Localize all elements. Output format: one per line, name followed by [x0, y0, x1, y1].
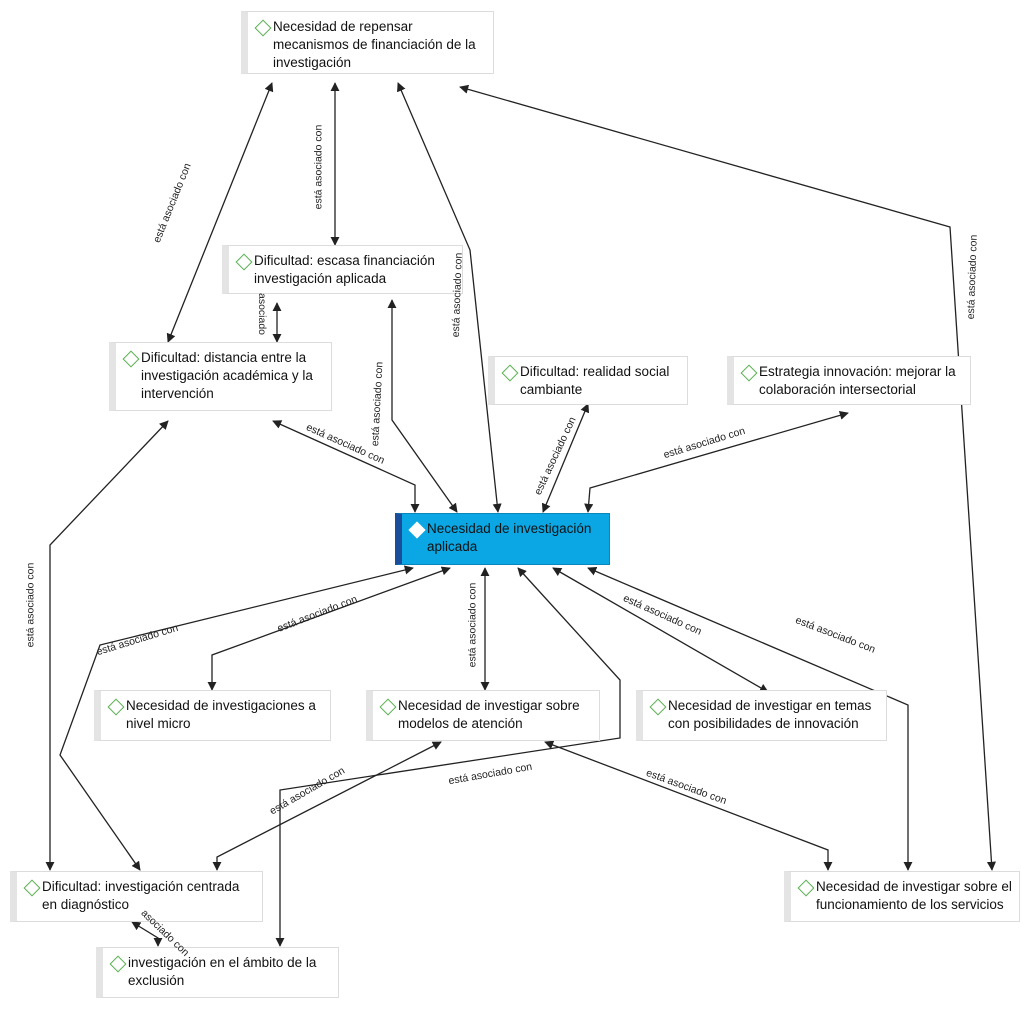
- node-realidad[interactable]: Dificultad: realidad social cambiante: [488, 356, 688, 405]
- diamond-icon: [740, 364, 758, 382]
- node-exclusion[interactable]: investigación en el ámbito de la exclusi…: [96, 947, 339, 998]
- link-repensar-distancia: [166, 82, 274, 343]
- node-label: Dificultad: realidad social cambiante: [520, 364, 670, 397]
- node-escasa[interactable]: Dificultad: escasa financiación investig…: [222, 245, 463, 294]
- node-label: Dificultad: investigación centrada en di…: [42, 879, 240, 912]
- diamond-icon: [107, 698, 125, 716]
- link-diagnostico-exclusion: [131, 921, 163, 947]
- diamond-icon: [235, 253, 253, 271]
- node-estrategia[interactable]: Estrategia innovación: mejorar la colabo…: [727, 356, 971, 405]
- diamond-icon: [797, 879, 815, 897]
- link-central-servicios: [587, 567, 913, 871]
- edge-label: asociado: [256, 292, 269, 336]
- node-label: Necesidad de investigar en temas con pos…: [668, 698, 872, 731]
- link-central-micro: [207, 566, 451, 691]
- diamond-icon: [408, 521, 426, 539]
- link-central-exclusion: [275, 567, 621, 947]
- node-servicios[interactable]: Necesidad de investigar sobre el funcion…: [784, 871, 1020, 922]
- edge-label: está asociado con: [466, 582, 479, 668]
- link-modelos-diagnostico: [212, 741, 442, 871]
- diamond-icon: [23, 879, 41, 897]
- link-estrategia-central: [584, 410, 849, 513]
- link-central-temas: [552, 567, 769, 693]
- node-label: Necesidad de repensar mecanismos de fina…: [273, 19, 476, 70]
- diamond-icon: [649, 698, 667, 716]
- edge-label: está asociado con: [312, 124, 325, 210]
- diamond-icon: [501, 364, 519, 382]
- node-repensar[interactable]: Necesidad de repensar mecanismos de fina…: [241, 11, 494, 74]
- link-distancia-diagnostico: [45, 420, 169, 871]
- diamond-icon: [379, 698, 397, 716]
- node-label: Estrategia innovación: mejorar la colabo…: [759, 364, 956, 397]
- link-repensar-servicios: [459, 84, 997, 871]
- node-distancia[interactable]: Dificultad: distancia entre la investiga…: [109, 342, 332, 411]
- node-label: Necesidad de investigaciones a nivel mic…: [126, 698, 316, 731]
- node-micro[interactable]: Necesidad de investigaciones a nivel mic…: [94, 690, 331, 741]
- node-label: Dificultad: escasa financiación investig…: [254, 253, 435, 286]
- diamond-icon: [254, 19, 272, 37]
- link-realidad-central: [541, 403, 590, 513]
- link-modelos-servicios: [544, 740, 833, 871]
- node-central[interactable]: Necesidad de investigación aplicada: [395, 513, 610, 565]
- link-distancia-central: [272, 420, 420, 513]
- node-label: Necesidad de investigación aplicada: [427, 521, 592, 554]
- diamond-icon: [122, 350, 140, 368]
- node-diagnostico[interactable]: Dificultad: investigación centrada en di…: [10, 871, 263, 922]
- node-label: Necesidad de investigar sobre modelos de…: [398, 698, 580, 731]
- diamond-icon: [109, 955, 127, 973]
- edge-label: está asociado con: [24, 562, 37, 648]
- node-modelos[interactable]: Necesidad de investigar sobre modelos de…: [366, 690, 600, 741]
- node-temas[interactable]: Necesidad de investigar en temas con pos…: [636, 690, 887, 741]
- node-label: Necesidad de investigar sobre el funcion…: [816, 879, 1012, 912]
- link-repensar-central: [397, 82, 502, 513]
- node-label: Dificultad: distancia entre la investiga…: [141, 350, 313, 401]
- node-label: investigación en el ámbito de la exclusi…: [128, 955, 317, 988]
- link-escasa-central: [387, 299, 458, 513]
